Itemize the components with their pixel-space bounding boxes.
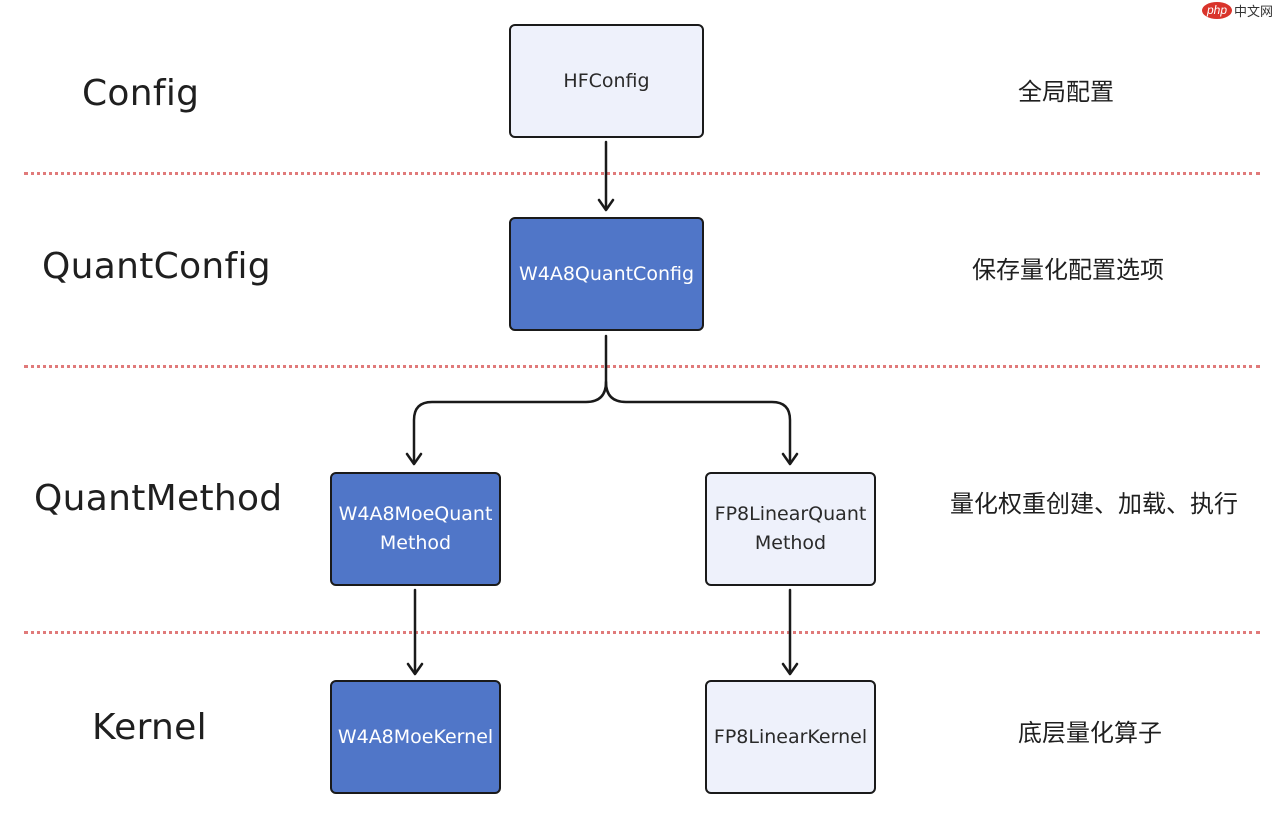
php-logo: php [1202, 2, 1232, 19]
layer-description-config: 全局配置 [1018, 78, 1114, 106]
node-hfconfig-label: HFConfig [563, 69, 650, 92]
layer-description-quantconfig: 保存量化配置选项 [972, 256, 1164, 284]
node-w4a8-quantconfig-label: W4A8QuantConfig [518, 262, 695, 285]
node-w4a8-moe-kernel: W4A8MoeKernel [330, 680, 501, 794]
node-w4a8-quantconfig: W4A8QuantConfig [509, 217, 704, 331]
layer-label-quantconfig: QuantConfig [42, 246, 271, 287]
layer-description-quantmethod: 量化权重创建、加载、执行 [950, 490, 1238, 518]
layer-label-kernel: Kernel [92, 707, 207, 748]
layer-label-config: Config [82, 73, 200, 114]
node-fp8-linear-kernel: FP8LinearKernel [705, 680, 876, 794]
watermark: php 中文网 [1198, 0, 1284, 20]
layer-divider [24, 172, 1260, 175]
node-fp8-linear-quant-method: FP8LinearQuant Method [705, 472, 876, 586]
node-w4a8-moe-quant-method-label-line1: W4A8MoeQuant [338, 503, 493, 525]
node-w4a8-moe-quant-method-label-line2: Method [379, 532, 452, 554]
node-hfconfig: HFConfig [509, 24, 704, 138]
arrow-quantconfig-branch [412, 334, 608, 464]
layer-divider [24, 365, 1260, 368]
layer-description-kernel: 底层量化算子 [1018, 719, 1162, 747]
watermark-text: 中文网 [1234, 5, 1274, 20]
layer-label-quantmethod: QuantMethod [34, 478, 283, 519]
layer-divider [24, 631, 1260, 634]
node-fp8-linear-quant-method-label-line2: Method [754, 532, 827, 554]
node-fp8-linear-quant-method-label-line1: FP8LinearQuant [714, 503, 867, 525]
node-w4a8-moe-kernel-label: W4A8MoeKernel [337, 725, 494, 748]
node-fp8-linear-kernel-label: FP8LinearKernel [713, 725, 868, 748]
node-w4a8-moe-quant-method: W4A8MoeQuant Method [330, 472, 501, 586]
